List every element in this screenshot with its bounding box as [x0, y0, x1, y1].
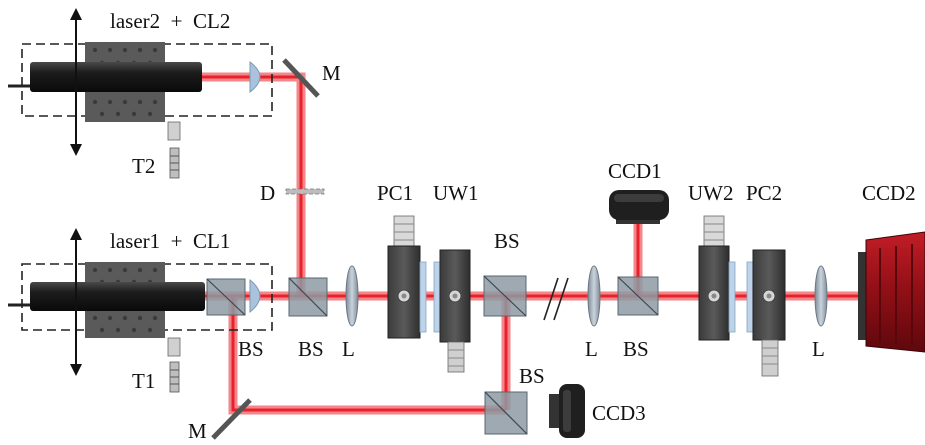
- laser1-arrow-head-up: [70, 228, 82, 240]
- translation-stage-t2: [167, 121, 181, 179]
- label-pc2: PC2: [746, 181, 782, 205]
- label-diaphragm: D: [260, 181, 275, 205]
- laser2-stage-holes: [92, 47, 158, 117]
- label-lens-2: L: [585, 337, 598, 361]
- camera-ccd2: [858, 231, 925, 353]
- label-lens-3: L: [812, 337, 825, 361]
- beam-break-marks: [543, 277, 569, 321]
- camera-ccd1: [609, 190, 669, 224]
- laser2-arrow-head-down: [70, 144, 82, 156]
- beam-laser2-path: [200, 72, 306, 296]
- camera-ccd3: [549, 384, 585, 438]
- label-laser1-cl1: laser1 + CL1: [110, 229, 230, 253]
- laser2-cylindrical-lens: [249, 60, 261, 94]
- lens-2: [587, 265, 601, 327]
- label-uw2: UW2: [688, 181, 734, 205]
- waveplate-uw1: [433, 249, 471, 373]
- laser1-cylindrical-lens: [249, 278, 261, 314]
- translation-stage-t1: [167, 337, 181, 393]
- lens-1: [345, 265, 359, 327]
- beam-splitter-left1: [206, 278, 246, 316]
- label-bs-bottom: BS: [519, 364, 545, 388]
- label-bs-right: BS: [623, 337, 649, 361]
- mirror-top: [282, 58, 320, 98]
- label-t2: T2: [132, 154, 155, 178]
- label-t1: T1: [132, 369, 155, 393]
- beam-ref-core: [231, 296, 506, 412]
- laser1-assembly: [8, 228, 273, 393]
- label-ccd2: CCD2: [862, 181, 916, 205]
- label-bs-left1: BS: [238, 337, 264, 361]
- label-lens-1: L: [342, 337, 355, 361]
- labels: laser2 + CL2 laser1 + CL1 M M D T2 T1 PC…: [110, 9, 916, 443]
- beam-laser2-core: [200, 75, 303, 296]
- laser1-arrow-head-down: [70, 364, 82, 376]
- label-uw1: UW1: [433, 181, 479, 205]
- lens-3: [814, 265, 828, 327]
- diaphragm: [285, 188, 325, 195]
- label-bs-top: BS: [494, 229, 520, 253]
- label-laser2-cl2: laser2 + CL2: [110, 9, 230, 33]
- laser1-body: [30, 282, 205, 311]
- polarization-controller-pc2: [746, 249, 786, 377]
- laser2-stage-bottom: [85, 92, 165, 122]
- label-ccd3: CCD3: [592, 401, 646, 425]
- label-ccd1: CCD1: [608, 159, 662, 183]
- laser1-stage-bottom: [85, 310, 165, 338]
- beam-splitter-bottom: [484, 391, 528, 435]
- beam-splitter-middle: [483, 275, 527, 317]
- laser2-assembly: [8, 8, 273, 179]
- label-bs-left2: BS: [298, 337, 324, 361]
- waveplate-uw2: [698, 215, 736, 341]
- label-pc1: PC1: [377, 181, 413, 205]
- label-mirror-bottom: M: [188, 419, 207, 443]
- polarization-controller-pc1: [387, 215, 427, 339]
- label-mirror-top: M: [322, 61, 341, 85]
- laser2-arrow-head-up: [70, 8, 82, 20]
- beam-splitter-left2: [288, 277, 328, 317]
- laser2-body: [30, 62, 202, 92]
- beam-splitter-right: [617, 276, 659, 316]
- laser2-dashed-box: [21, 43, 273, 117]
- mirror-bottom: [211, 398, 252, 440]
